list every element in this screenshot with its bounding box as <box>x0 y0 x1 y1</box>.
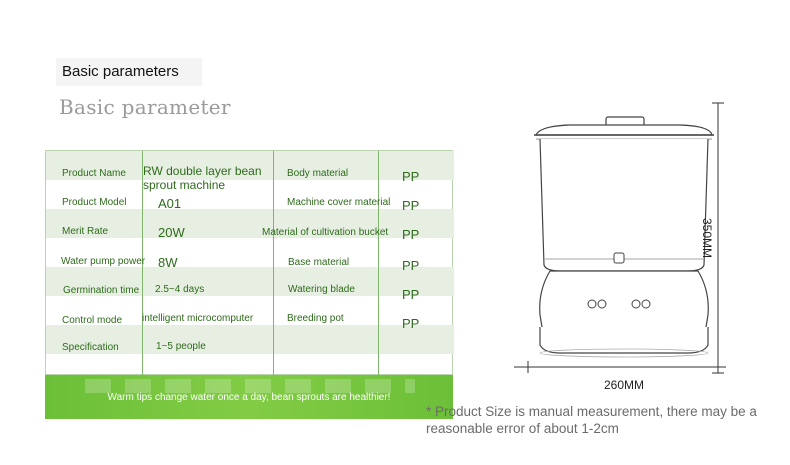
param-value: A01 <box>158 196 182 211</box>
column-divider <box>142 151 143 376</box>
lid <box>535 124 713 136</box>
width-label: 260MM <box>604 378 645 392</box>
column-divider <box>273 151 274 376</box>
section-subtitle: Basic parameter <box>59 95 231 119</box>
param-label: Machine cover material <box>287 197 391 208</box>
tips-banner: Warm tips change water once a day, bean … <box>45 375 453 419</box>
base <box>539 270 709 332</box>
param-value: PP <box>402 227 420 242</box>
param-value: RW double layer bean sprout machine <box>143 164 262 192</box>
banner-ghost-text <box>85 379 415 393</box>
control-button-icon <box>631 299 641 309</box>
param-label: Control mode <box>62 315 123 326</box>
param-label: Base material <box>288 257 350 268</box>
parameter-table: Product Name RW double layer bean sprout… <box>45 150 454 376</box>
param-label: Specification <box>62 342 119 353</box>
param-label: Watering blade <box>288 284 355 295</box>
control-button-icon <box>641 299 651 309</box>
param-value: PP <box>402 169 420 184</box>
param-value: 1~5 people <box>156 341 206 352</box>
param-value: 8W <box>158 255 178 270</box>
param-label: Germination time <box>63 285 140 296</box>
param-value: PP <box>402 258 420 273</box>
sprout-machine-illustration <box>514 102 726 374</box>
upper-bucket <box>539 138 709 272</box>
param-label: Material of cultivation bucket <box>262 227 389 238</box>
param-value: PP <box>402 316 420 331</box>
param-label: Body material <box>287 168 349 179</box>
param-value: intelligent microcomputer <box>142 313 254 324</box>
param-value: PP <box>402 198 420 213</box>
tips-text: Warm tips change water once a day, bean … <box>107 392 391 403</box>
table-row <box>46 325 454 354</box>
param-value: 2.5~4 days <box>155 284 205 295</box>
param-label: Product Name <box>62 168 126 179</box>
section-title: Basic parameters <box>56 58 202 86</box>
param-label: Product Model <box>62 197 127 208</box>
control-button-icon <box>597 299 607 309</box>
table-row <box>46 209 454 238</box>
param-label: Merit Rate <box>62 226 109 237</box>
table-row <box>46 267 454 296</box>
param-value: PP <box>402 287 420 302</box>
param-label: Water pump power <box>61 256 146 267</box>
param-value: 20W <box>158 225 185 240</box>
control-button-icon <box>587 299 597 309</box>
table-row <box>46 151 454 180</box>
height-label: 350MM <box>700 218 714 259</box>
water-outlet <box>613 252 625 264</box>
size-note: * Product Size is manual measurement, th… <box>426 404 757 436</box>
column-divider <box>378 151 379 376</box>
param-label: Breeding pot <box>287 313 344 324</box>
